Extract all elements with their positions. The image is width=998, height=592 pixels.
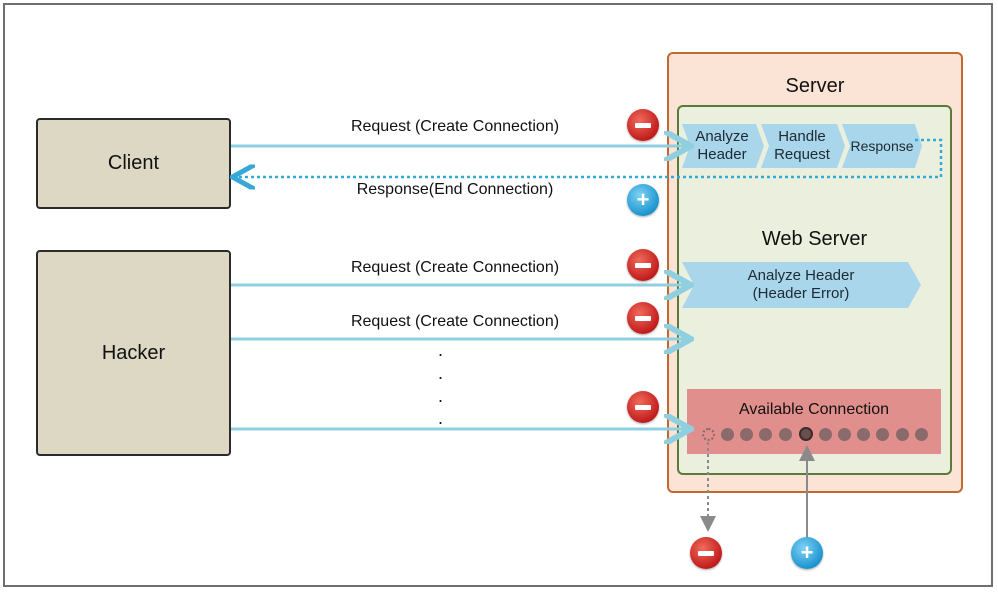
available-connection-pool bbox=[687, 389, 941, 454]
connection-slot-empty bbox=[702, 428, 715, 441]
server-title: Server bbox=[785, 75, 845, 97]
connection-slot bbox=[721, 428, 734, 441]
chevron-analyze-header bbox=[682, 124, 764, 168]
step-response-label: Response bbox=[850, 137, 914, 154]
step-analyze-header: Analyze Header bbox=[686, 124, 758, 168]
hacker-box: Hacker bbox=[36, 250, 231, 456]
connection-slot bbox=[915, 428, 928, 441]
plus-circle-icon: + bbox=[627, 184, 659, 216]
ellipsis-dot-4: . bbox=[438, 408, 444, 428]
connection-slot bbox=[876, 428, 889, 441]
available-connection-label: Available Connection bbox=[738, 401, 890, 418]
chevron-response bbox=[842, 124, 922, 168]
ellipsis-dot-1: . bbox=[438, 340, 444, 360]
label-hacker-request-1: Request (Create Connection) bbox=[350, 259, 560, 276]
connection-slot bbox=[896, 428, 909, 441]
step-handle-request: Handle Request bbox=[766, 124, 838, 168]
connection-slot bbox=[779, 428, 792, 441]
connection-slot bbox=[740, 428, 753, 441]
minus-circle-icon bbox=[627, 249, 659, 281]
connection-slot bbox=[759, 428, 772, 441]
step-handle-request-line1: Handle bbox=[778, 128, 826, 145]
step-response: Response bbox=[846, 124, 918, 168]
minus-circle-icon bbox=[627, 391, 659, 423]
step-header-error-line1: Analyze Header bbox=[747, 267, 855, 284]
connection-slot-active bbox=[799, 427, 813, 441]
step-header-error: Analyze Header (Header Error) bbox=[690, 262, 912, 308]
minus-circle-icon bbox=[627, 109, 659, 141]
step-handle-request-line2: Request bbox=[774, 146, 830, 163]
label-response: Response(End Connection) bbox=[356, 181, 554, 198]
web-server-title: Web Server bbox=[761, 228, 868, 250]
ellipsis-dot-2: . bbox=[438, 363, 444, 383]
connection-slot bbox=[857, 428, 870, 441]
minus-circle-icon bbox=[690, 537, 722, 569]
step-analyze-header-line1: Analyze bbox=[695, 128, 749, 145]
chevron-handle-request bbox=[761, 124, 845, 168]
client-box: Client bbox=[36, 118, 231, 209]
step-header-error-line2: (Header Error) bbox=[752, 285, 850, 302]
chevron-header-error bbox=[682, 262, 921, 308]
client-label: Client bbox=[107, 152, 160, 174]
step-analyze-header-line2: Header bbox=[697, 146, 747, 163]
hacker-label: Hacker bbox=[101, 341, 166, 364]
arrow-response bbox=[235, 138, 943, 177]
ellipsis-dot-3: . bbox=[438, 386, 444, 406]
connection-slot bbox=[838, 428, 851, 441]
connection-slot bbox=[819, 428, 832, 441]
label-client-request: Request (Create Connection) bbox=[350, 118, 560, 135]
plus-circle-icon: + bbox=[791, 537, 823, 569]
label-hacker-request-2: Request (Create Connection) bbox=[350, 313, 560, 330]
minus-circle-icon bbox=[627, 302, 659, 334]
